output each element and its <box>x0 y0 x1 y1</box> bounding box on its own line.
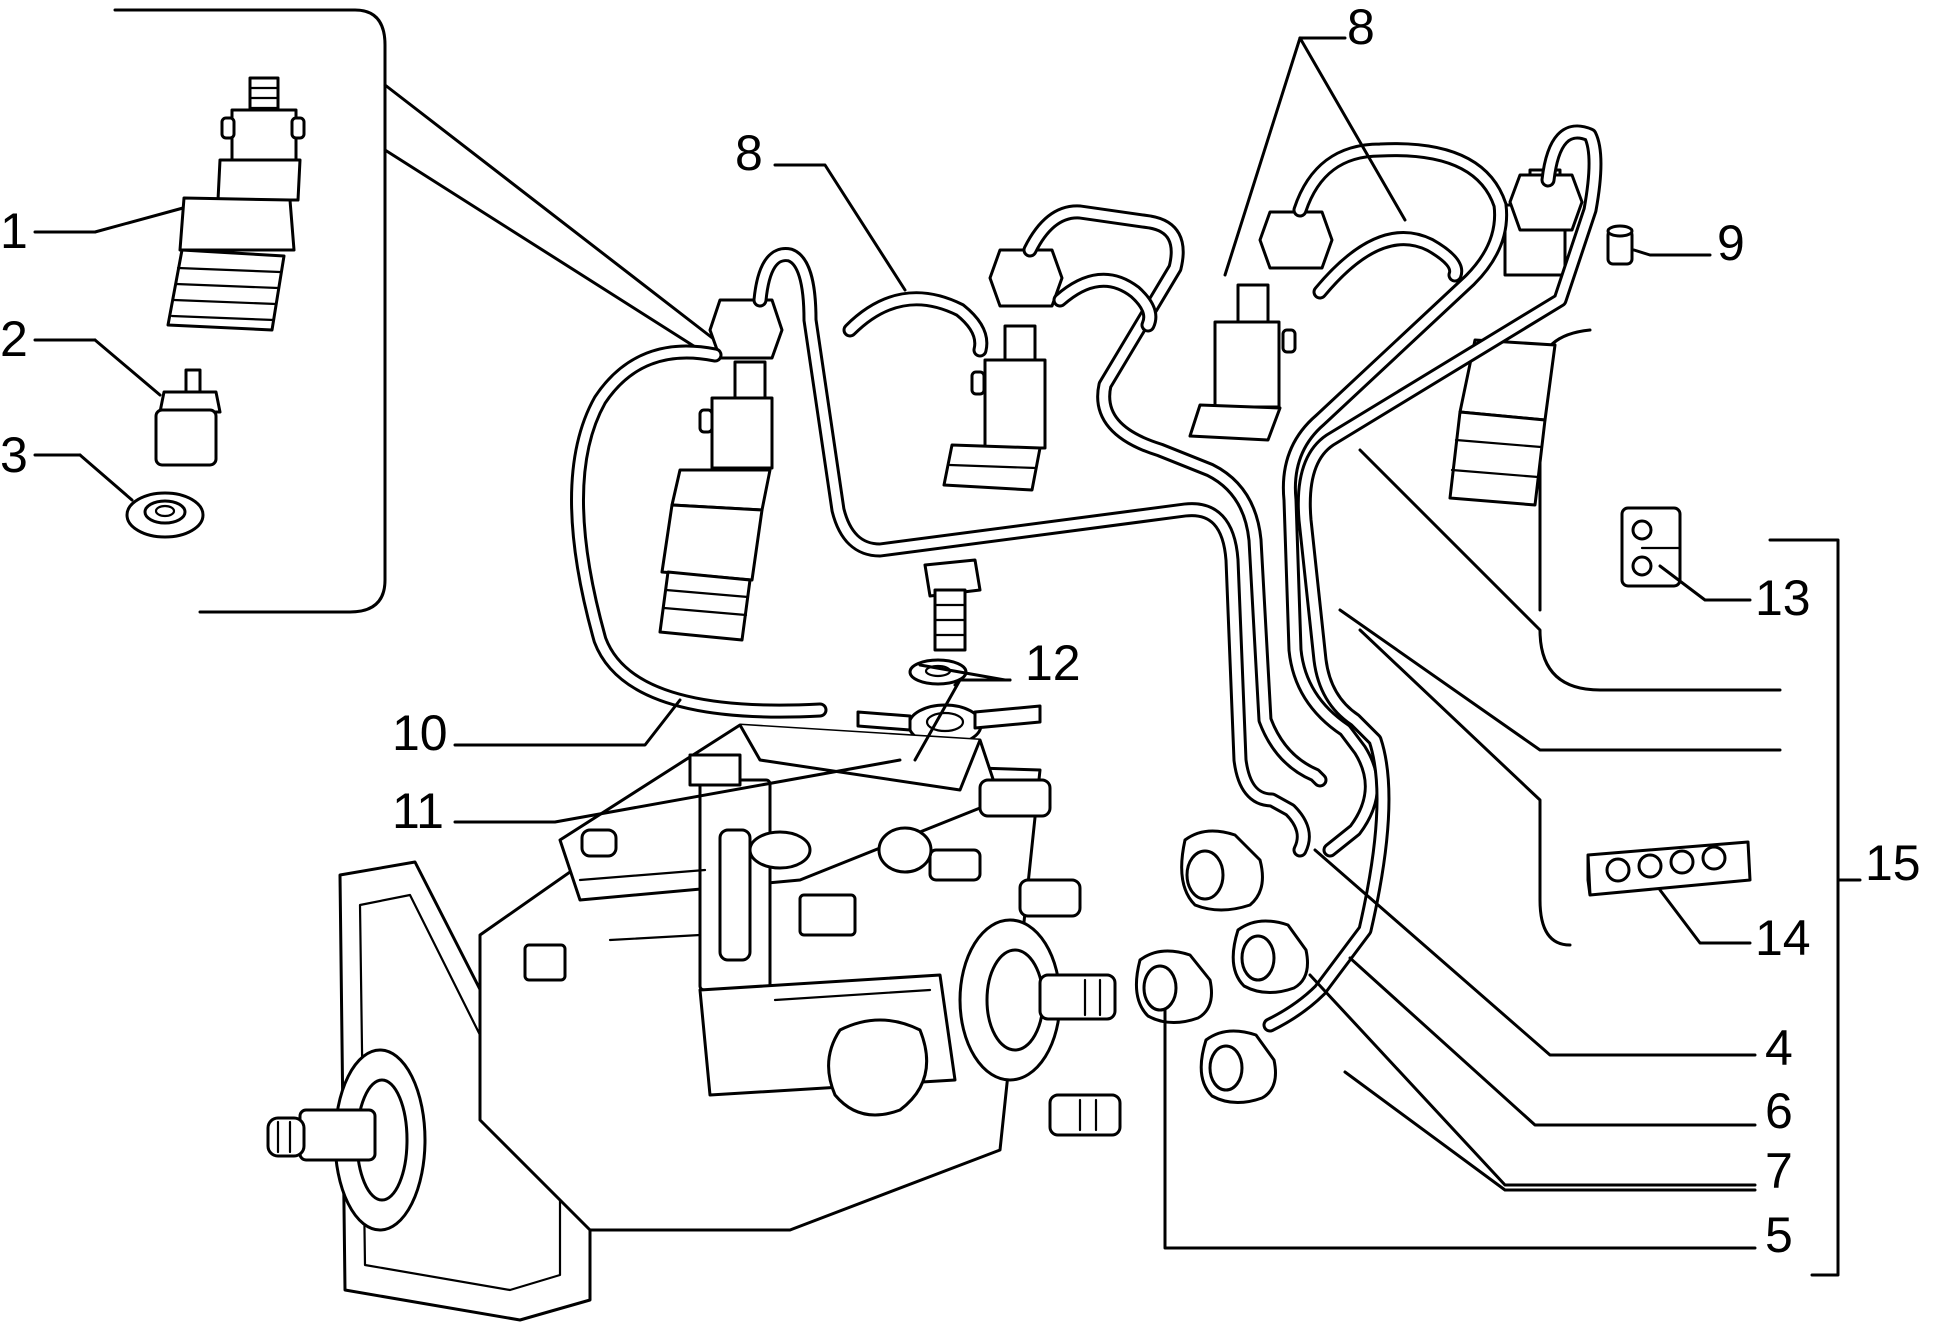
callout-leaders <box>33 36 1757 1250</box>
callout-15: 15 <box>1865 835 1921 891</box>
callout-10: 10 <box>392 705 448 761</box>
callout-7: 7 <box>1765 1143 1793 1199</box>
callout-2: 2 <box>0 311 28 367</box>
installed-injector-1 <box>658 360 774 642</box>
pipe-clip-small <box>1620 506 1682 588</box>
injector-holder <box>166 76 306 332</box>
callout-9: 9 <box>1717 215 1745 271</box>
callout-labels: 1 2 3 8 8 9 10 11 12 13 14 15 4 6 7 5 <box>0 0 1921 1263</box>
callout-8-left: 8 <box>735 125 763 181</box>
injector-nozzle <box>154 368 222 467</box>
callout-13: 13 <box>1755 570 1811 626</box>
leak-off-hoses <box>570 231 1464 719</box>
callout-12: 12 <box>1025 635 1081 691</box>
callout-1: 1 <box>0 203 28 259</box>
installed-injector-2 <box>942 324 1047 492</box>
callout-14: 14 <box>1755 910 1811 966</box>
nozzle-washer <box>125 491 205 539</box>
callout-5: 5 <box>1765 1207 1793 1263</box>
injection-pump <box>266 723 1122 1322</box>
injector-detail-inset <box>113 8 717 614</box>
callout-6: 6 <box>1765 1083 1793 1139</box>
protective-cap <box>1606 224 1634 266</box>
pipe-union-nuts <box>1134 829 1309 1104</box>
pipe-clip-multi <box>1586 840 1752 897</box>
callout-4: 4 <box>1765 1020 1793 1076</box>
installed-injector-3 <box>1188 283 1297 442</box>
callout-11: 11 <box>392 783 444 839</box>
injector-pipe-nuts <box>708 173 1584 360</box>
clip-detail-frame <box>1338 328 1862 1277</box>
callout-8-top: 8 <box>1347 0 1375 55</box>
injection-pipes <box>752 124 1603 1033</box>
callout-3: 3 <box>0 427 28 483</box>
